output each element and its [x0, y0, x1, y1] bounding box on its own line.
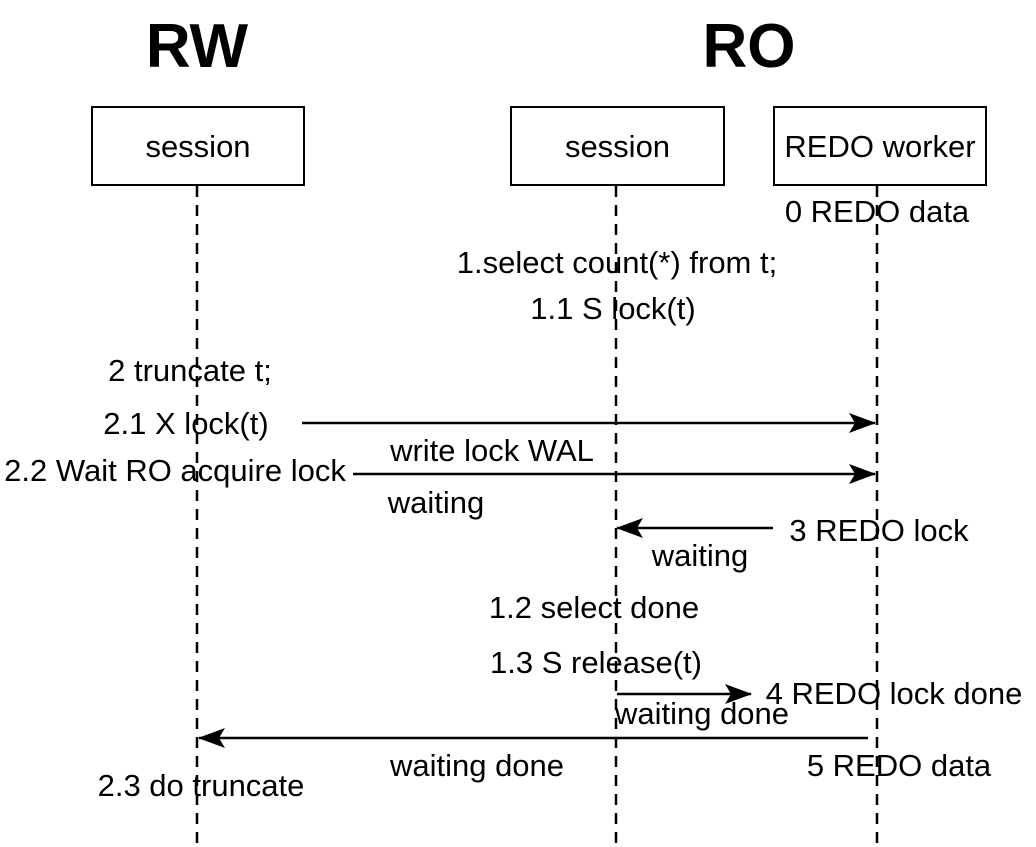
label-redo-lock-done-4: 4 REDO lock done: [765, 675, 1023, 711]
label-redo-data-0: 0 REDO data: [784, 193, 970, 229]
group-title-rw: RW: [145, 12, 249, 81]
label-redo-lock-3: 3 REDO lock: [789, 512, 969, 548]
label-redo-data-5: 5 REDO data: [806, 747, 992, 783]
label-do-truncate-2-3: 2.3 do truncate: [97, 767, 305, 803]
label-waiting-a: waiting: [387, 484, 485, 520]
label-write-lock-wal: write lock WAL: [390, 432, 594, 468]
label-select-count-1: 1.select count(*) from t;: [456, 244, 778, 280]
actor-box-redo-worker: REDO worker: [773, 106, 987, 186]
label-x-lock-2-1: 2.1 X lock(t): [103, 405, 269, 441]
label-wait-ro-2-2: 2.2 Wait RO acquire lock: [4, 452, 346, 488]
actor-box-rw-session: session: [91, 106, 305, 186]
label-waiting-b: waiting: [651, 537, 749, 573]
label-waiting-done-a: waiting done: [614, 695, 790, 731]
group-title-ro: RO: [702, 12, 796, 81]
label-waiting-done-b: waiting done: [389, 747, 565, 783]
label-s-release-1-3: 1.3 S release(t): [490, 644, 702, 680]
label-select-done-1-2: 1.2 select done: [488, 589, 700, 625]
label-truncate-2: 2 truncate t;: [108, 352, 272, 388]
label-s-lock-1-1: 1.1 S lock(t): [530, 290, 696, 326]
actor-box-ro-session: session: [510, 106, 725, 186]
